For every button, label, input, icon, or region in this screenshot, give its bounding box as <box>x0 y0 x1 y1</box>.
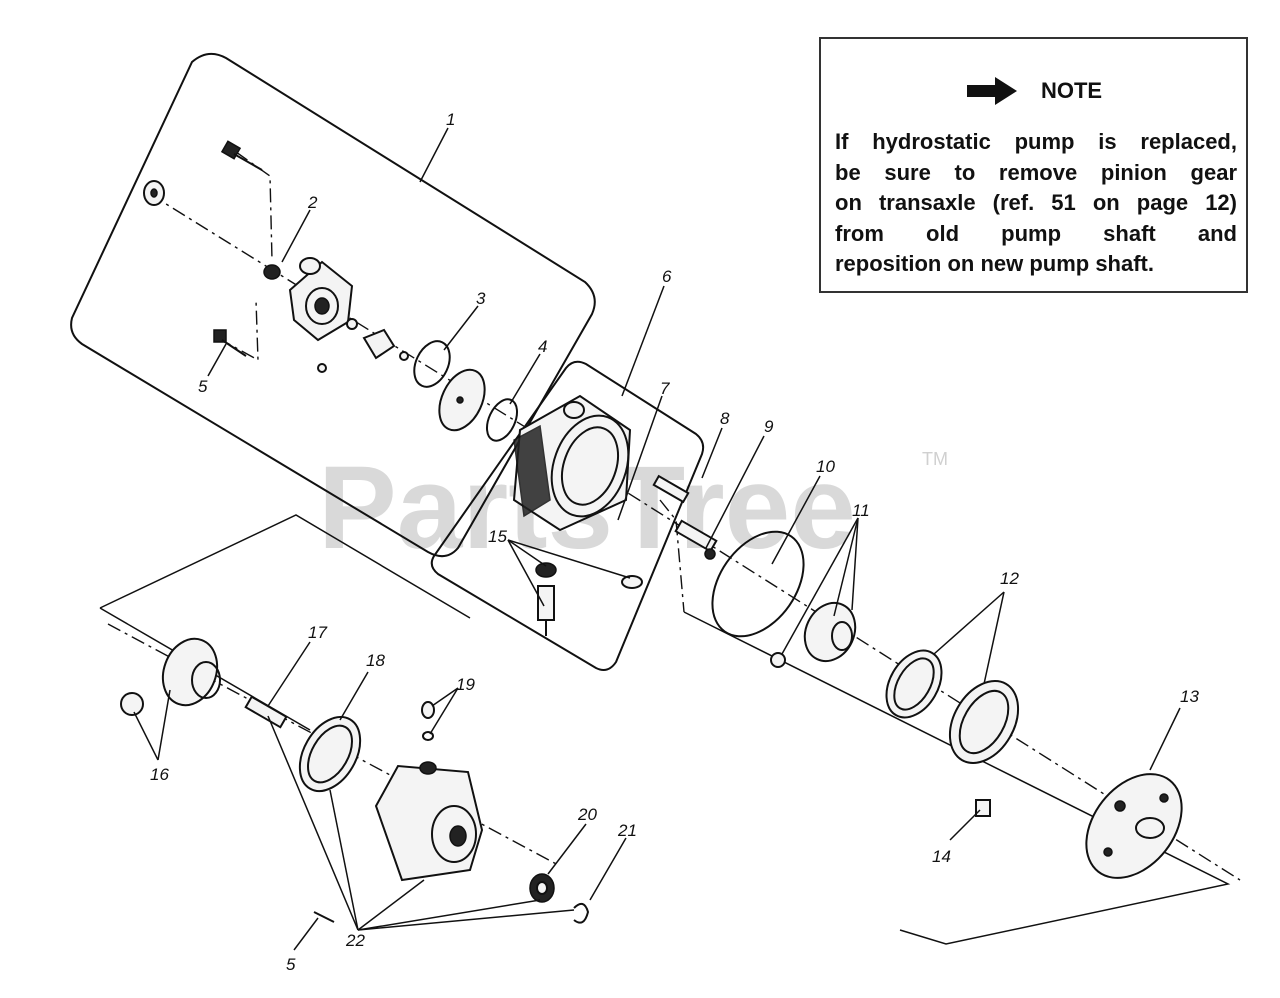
check-valve-15-part <box>535 562 643 636</box>
callout-17: 17 <box>308 623 327 642</box>
note-line: on transaxle (ref. 51 on page 12) <box>835 190 1237 215</box>
o-ring-3-part <box>413 340 451 388</box>
pump-plate-part <box>438 368 486 432</box>
leader-lines <box>133 127 1181 951</box>
callout-10: 10 <box>816 457 835 476</box>
shaft-9-part <box>674 519 718 560</box>
callout-22: 22 <box>345 931 365 950</box>
callout-11: 11 <box>852 501 870 520</box>
bolt-5-lower-part <box>313 911 335 923</box>
callout-14: 14 <box>932 847 951 866</box>
note-line: If hydrostatic pump is replaced, <box>835 129 1237 154</box>
pump-rotor-part <box>317 318 409 373</box>
callout-16: 16 <box>150 765 169 784</box>
note-title: NOTE <box>1040 78 1103 103</box>
pin-14-part <box>975 799 991 817</box>
callout-18: 18 <box>366 651 385 670</box>
o-ring-4-part <box>485 398 519 442</box>
plug-19-part <box>421 701 435 741</box>
motor-housing-part <box>374 761 484 882</box>
note-line: from old pump shaft and <box>835 220 1237 246</box>
end-cap-13-part <box>1085 773 1183 879</box>
callout-4: 4 <box>538 337 547 356</box>
callout-5-lower: 5 <box>286 955 296 974</box>
callout-9: 9 <box>764 417 774 436</box>
swash-ring-18-part <box>298 716 362 792</box>
group-outline-lower <box>99 514 1231 945</box>
charge-pump-cover-part <box>263 257 354 342</box>
note-line: reposition on new pump shaft. <box>835 251 1154 276</box>
callout-21: 21 <box>617 821 637 840</box>
callout-1: 1 <box>446 110 455 129</box>
callout-5-upper: 5 <box>198 377 208 396</box>
callout-20: 20 <box>577 805 597 824</box>
pin-17-part <box>244 695 288 729</box>
callout-2: 2 <box>307 193 318 212</box>
note-text: If hydrostatic pump is replaced, be sure… <box>835 127 1237 280</box>
callout-8: 8 <box>720 409 730 428</box>
cylinder-block-16-part <box>120 637 221 716</box>
callout-3: 3 <box>476 289 486 308</box>
cylinder-block-11-part <box>770 601 857 668</box>
callout-15: 15 <box>488 527 507 546</box>
callout-6: 6 <box>662 267 672 286</box>
note-box: NOTE If hydrostatic pump is replaced, be… <box>819 37 1248 293</box>
bolt-5-upper-part <box>213 329 247 357</box>
pump-housing-part <box>512 394 632 532</box>
watermark-trademark: TM <box>922 449 948 469</box>
o-ring-10-part <box>711 530 805 638</box>
washer-part <box>143 180 165 206</box>
callout-19: 19 <box>456 675 475 694</box>
group-outline-1 <box>70 52 596 558</box>
note-header: NOTE <box>821 75 1246 107</box>
callout-13: 13 <box>1180 687 1199 706</box>
retaining-ring-21-part <box>573 902 590 924</box>
callout-12: 12 <box>1000 569 1019 588</box>
bolt-upper-part <box>220 140 263 171</box>
group-outline-6 <box>430 360 705 671</box>
callout-7: 7 <box>660 379 670 398</box>
bearing-20-part <box>529 873 555 903</box>
pin-8-part <box>652 474 690 504</box>
bolt-path-lines <box>217 151 685 613</box>
note-line: be sure to remove pinion gear <box>835 159 1237 185</box>
right-arrow-icon <box>966 77 1017 105</box>
swash-ring-12-part <box>885 649 1020 764</box>
